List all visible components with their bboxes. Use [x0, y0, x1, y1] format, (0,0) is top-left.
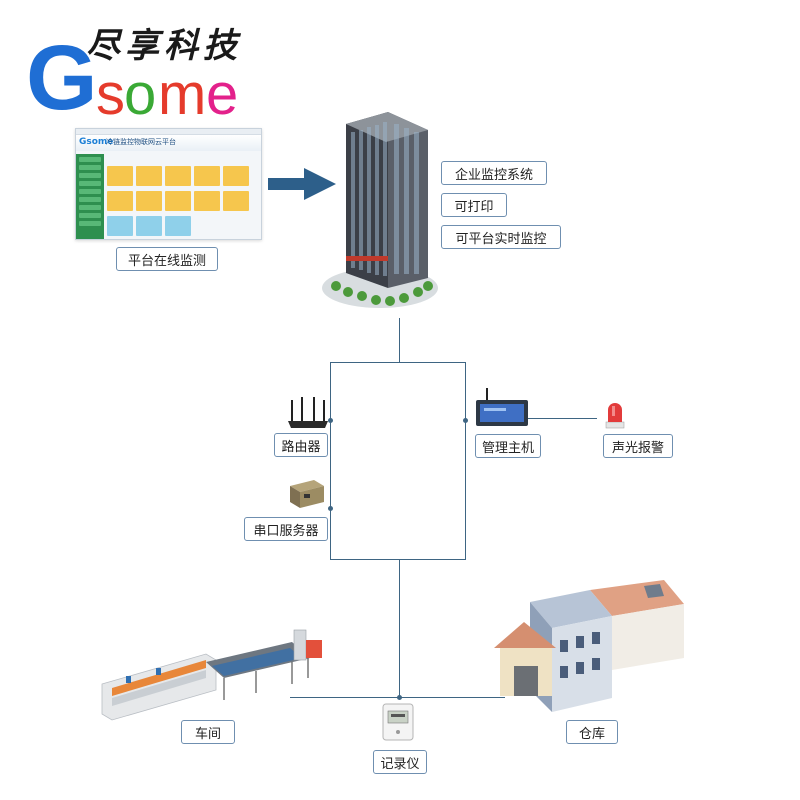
- alarm-link-line: [527, 418, 597, 419]
- dashboard-card: [194, 191, 220, 211]
- dashboard-card: [223, 166, 249, 186]
- dashboard-header: [76, 135, 261, 151]
- dashboard-card: [194, 166, 220, 186]
- recorder-device-icon: [382, 703, 414, 741]
- dashboard-card: [107, 216, 133, 236]
- serial-server-icon: [290, 480, 324, 508]
- dashboard-sidebar: [76, 154, 104, 239]
- logo-chinese-name: 尽享科技: [86, 26, 242, 66]
- feature-printable: 可打印: [441, 193, 507, 217]
- dashboard-card: [107, 166, 133, 186]
- uplink-line: [399, 318, 400, 363]
- serial-junction: [328, 506, 333, 511]
- network-box-left: [330, 362, 331, 560]
- downlink-line: [399, 560, 400, 698]
- logo-letter-e: e: [206, 62, 238, 124]
- feature-enterprise-monitor: 企业监控系统: [441, 161, 547, 185]
- warehouse-label: 仓库: [566, 720, 618, 744]
- logo-letter-s: s: [96, 62, 125, 124]
- serial-server-label: 串口服务器: [244, 517, 328, 541]
- workshop-label: 车间: [181, 720, 235, 744]
- router-label: 路由器: [274, 433, 328, 457]
- dashboard-card: [136, 191, 162, 211]
- cloud-platform-screenshot: Gsome 冷链监控物联网云平台: [75, 128, 262, 240]
- office-building-icon: [322, 112, 438, 308]
- sound-light-alarm-icon: [605, 403, 625, 429]
- network-box-bottom: [330, 559, 466, 560]
- feature-realtime-monitor: 可平台实时监控: [441, 225, 561, 249]
- dashboard-browser-bar: [76, 129, 261, 135]
- dashboard-card-grid: [107, 154, 257, 236]
- dashboard-logo: Gsome: [79, 137, 114, 147]
- workshop-production-line-icon: [101, 629, 322, 721]
- host-junction: [463, 418, 468, 423]
- dashboard-card: [165, 166, 191, 186]
- dashboard-card: [165, 191, 191, 211]
- dashboard-card: [165, 216, 191, 236]
- network-box-right: [465, 362, 466, 560]
- logo-letter-o: o: [124, 62, 156, 124]
- recorder-label: 记录仪: [373, 750, 427, 774]
- dashboard-card: [136, 216, 162, 236]
- logo-gsome-wordmark: G s o m e: [26, 27, 238, 124]
- warehouse-buildings-icon: [494, 580, 684, 712]
- right-arrow-icon: [268, 168, 336, 200]
- dashboard-card: [136, 166, 162, 186]
- management-host-label: 管理主机: [475, 434, 541, 458]
- router-icon: [288, 397, 328, 428]
- dashboard-card: [107, 191, 133, 211]
- logo-letter-m: m: [158, 62, 206, 124]
- alarm-label: 声光报警: [603, 434, 673, 458]
- recorder-junction: [397, 695, 402, 700]
- dashboard-title: 冷链监控物联网云平台: [106, 138, 176, 146]
- network-box-top: [330, 362, 466, 363]
- management-host-icon: [476, 388, 528, 426]
- dashboard-card: [223, 191, 249, 211]
- logo-letter-g: G: [26, 27, 98, 124]
- platform-monitor-label: 平台在线监测: [116, 247, 218, 271]
- router-junction: [328, 418, 333, 423]
